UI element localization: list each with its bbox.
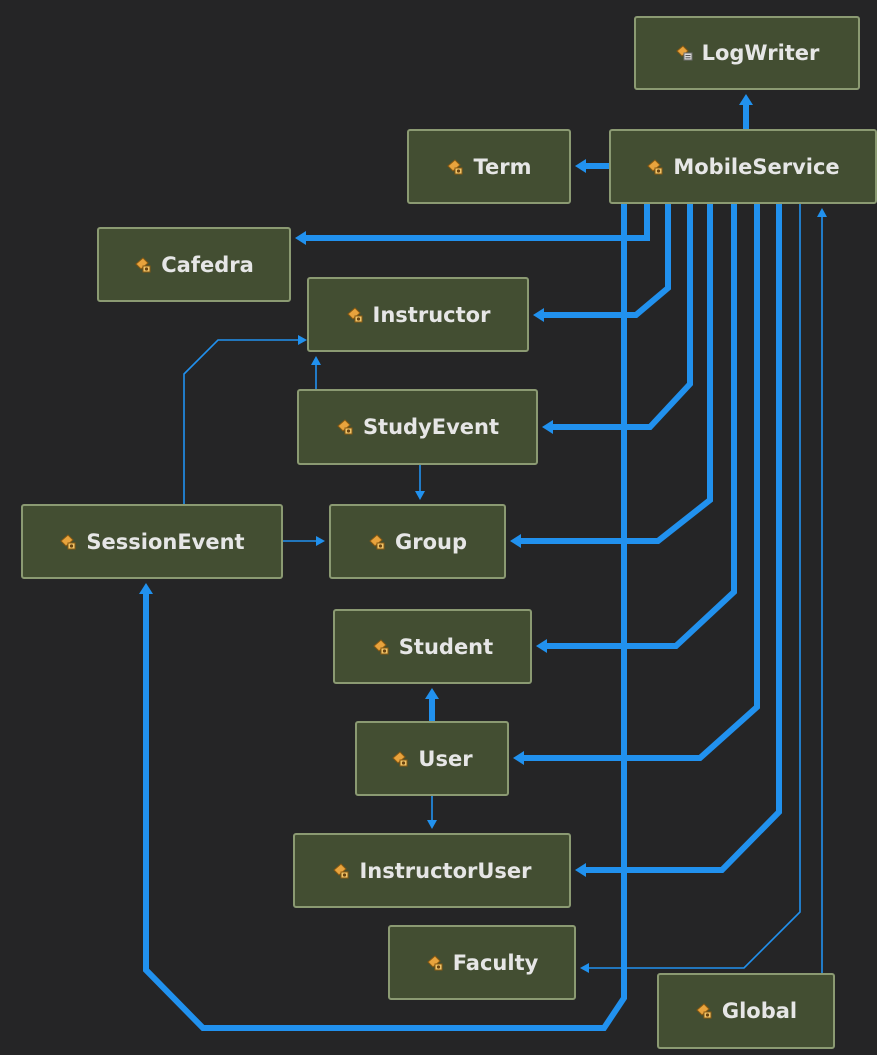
edge-line: [542, 204, 671, 318]
edge-mobileservice-to-student: [536, 204, 737, 653]
class-icon: [332, 861, 352, 881]
edge-user-to-instructoruser: [427, 796, 437, 829]
edge-line: [545, 204, 737, 649]
edge-mobileservice-to-logwriter: [739, 94, 753, 129]
node-global[interactable]: Global: [657, 973, 835, 1049]
node-label: StudyEvent: [362, 415, 500, 439]
node-label: Term: [473, 154, 532, 179]
edge-line: [183, 339, 300, 504]
edge-global-to-mobileservice: [817, 208, 827, 973]
node-user[interactable]: User: [355, 721, 509, 796]
edge-line: [584, 204, 782, 873]
arrowhead: [542, 420, 553, 434]
edge-mobileservice-to-cafedra: [295, 204, 650, 245]
arrowhead: [575, 863, 586, 877]
class-icon: [426, 953, 446, 973]
edge-mobileservice-to-studyevent: [542, 204, 693, 434]
edge-sessionevent-to-instructor: [183, 335, 307, 504]
node-label: Instructor: [372, 302, 491, 327]
node-studyevent[interactable]: StudyEvent: [297, 389, 538, 465]
node-instructor[interactable]: Instructor: [307, 277, 529, 352]
arrowhead: [427, 820, 437, 829]
arrowhead: [311, 356, 321, 365]
node-label: Cafedra: [161, 252, 254, 277]
arrowhead: [513, 751, 524, 765]
node-label: SessionEvent: [86, 529, 245, 554]
edge-studyevent-to-group: [415, 465, 425, 500]
class-icon: [346, 305, 366, 325]
edge-line: [522, 204, 760, 761]
arrowhead: [316, 536, 325, 546]
arrowhead: [580, 963, 589, 973]
node-logwriter[interactable]: LogWriter: [634, 16, 860, 90]
arrowhead: [739, 94, 753, 105]
node-group[interactable]: Group: [329, 504, 506, 579]
edge-mobileservice-to-group: [510, 204, 713, 548]
arrowhead: [510, 534, 521, 548]
node-label: Student: [398, 634, 494, 659]
node-label: User: [418, 746, 473, 771]
class-icon: [391, 749, 411, 769]
edge-mobileservice-to-term: [575, 159, 609, 173]
edge-line: [304, 204, 650, 241]
node-sessionevent[interactable]: SessionEvent: [21, 504, 283, 579]
edge-sessionevent-to-group: [283, 536, 325, 546]
class-icon: [336, 417, 356, 437]
arrowhead: [425, 688, 439, 699]
node-mobileservice[interactable]: MobileService: [609, 129, 877, 204]
arrowhead: [533, 308, 544, 322]
node-student[interactable]: Student: [333, 609, 532, 684]
node-faculty[interactable]: Faculty: [388, 925, 576, 1000]
arrowhead: [817, 208, 827, 217]
class-icon: [446, 157, 466, 177]
node-label: LogWriter: [701, 41, 820, 65]
edge-line: [587, 204, 801, 969]
class-icon: [695, 1001, 715, 1021]
arrowhead: [415, 491, 425, 500]
edge-mobileservice-to-faculty: [580, 204, 801, 973]
edge-line: [143, 204, 627, 1031]
edge-mobileservice-to-instructor: [533, 204, 671, 322]
arrowhead: [575, 159, 586, 173]
class-icon: [134, 255, 154, 275]
node-label: MobileService: [673, 154, 840, 179]
arrowhead: [139, 583, 153, 594]
edge-line: [551, 204, 693, 430]
arrowhead: [536, 639, 547, 653]
node-label: InstructorUser: [359, 858, 532, 883]
class-icon: [372, 637, 392, 657]
node-label: Faculty: [452, 950, 539, 975]
node-instructoruser[interactable]: InstructorUser: [293, 833, 571, 908]
class-icon: [646, 157, 666, 177]
class-module-icon: [675, 43, 695, 63]
arrowhead: [298, 335, 307, 345]
arrowhead: [295, 231, 306, 245]
edge-mobileservice-to-user: [513, 204, 760, 765]
edge-studyevent-to-instructor: [311, 356, 321, 389]
edge-mobileservice-to-instructoruser: [575, 204, 782, 877]
node-term[interactable]: Term: [407, 129, 571, 204]
edge-user-to-student: [425, 688, 439, 721]
node-label: Group: [394, 529, 467, 554]
class-icon: [368, 532, 388, 552]
edge-mobileservice-to-sessionevent: [139, 204, 627, 1031]
class-icon: [59, 532, 79, 552]
edge-line: [519, 204, 713, 544]
node-label: Global: [721, 999, 798, 1023]
node-cafedra[interactable]: Cafedra: [97, 227, 291, 302]
